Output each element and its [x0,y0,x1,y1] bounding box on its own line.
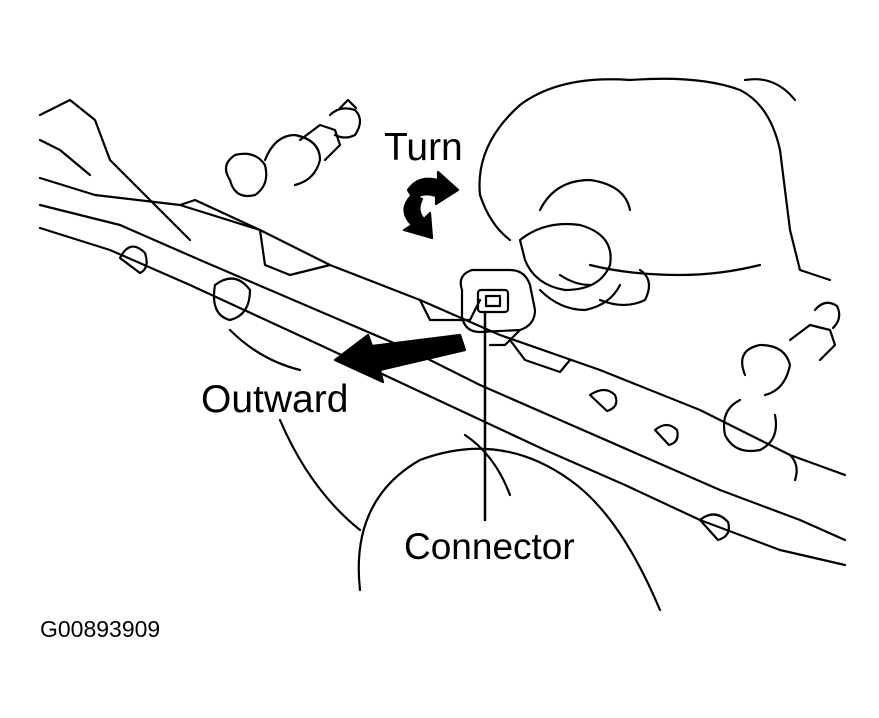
connector-label: Connector [404,526,575,567]
turn-label: Turn [384,126,463,169]
figure-id: G00893909 [40,616,161,642]
right-injector [722,301,841,453]
connector-illustration [459,268,537,347]
injector-rail [38,176,847,567]
left-injector [224,98,362,198]
engine-block-outline [38,98,192,242]
outward-arrow [333,333,467,384]
turn-arrow [402,170,460,240]
outward-label: Outward [201,378,349,421]
lower-casting-curve [357,447,662,612]
hand-illustration [478,77,832,312]
